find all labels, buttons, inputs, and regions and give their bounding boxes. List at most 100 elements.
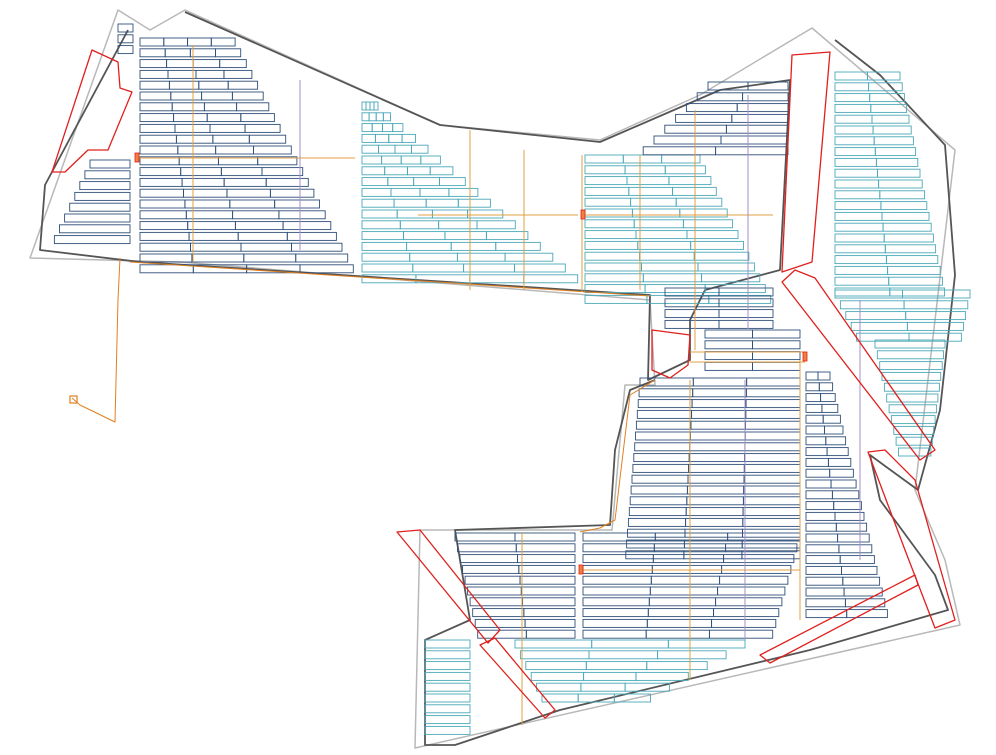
inverter-station xyxy=(580,209,586,220)
exclusion-zone xyxy=(651,329,691,379)
pv-row xyxy=(713,608,780,618)
pv-row xyxy=(688,463,745,473)
pv-row xyxy=(805,501,835,511)
pv-row xyxy=(139,102,173,112)
pv-row xyxy=(742,517,801,527)
pv-row xyxy=(74,191,131,201)
pv-row xyxy=(519,650,590,660)
pv-row xyxy=(173,113,208,123)
pv-row xyxy=(743,474,801,484)
pv-row xyxy=(187,221,236,231)
pv-row xyxy=(834,125,874,135)
pv-row xyxy=(361,209,398,219)
pv-row xyxy=(462,564,520,574)
pv-row xyxy=(524,618,576,628)
pv-row xyxy=(523,608,576,618)
pv-row xyxy=(429,166,454,176)
pv-row xyxy=(835,522,868,532)
pv-rows xyxy=(53,23,971,735)
pv-row xyxy=(588,650,659,660)
pv-row xyxy=(874,339,946,349)
pv-row xyxy=(361,177,389,187)
pv-row xyxy=(690,240,744,250)
pv-row xyxy=(895,436,933,446)
pv-row xyxy=(664,165,706,175)
pv-row xyxy=(248,134,287,144)
pv-row xyxy=(203,102,238,112)
pv-row xyxy=(718,319,774,329)
pv-row xyxy=(637,240,692,250)
pv-row xyxy=(368,112,377,122)
pv-row xyxy=(424,725,471,735)
pv-row xyxy=(908,332,962,342)
pv-row xyxy=(291,242,343,252)
pv-row xyxy=(373,101,379,111)
pv-row xyxy=(464,575,521,585)
pv-row xyxy=(691,399,747,409)
pv-row xyxy=(719,575,789,585)
pv-row xyxy=(834,222,884,232)
pv-row xyxy=(274,199,320,209)
pv-row xyxy=(834,147,876,157)
pv-row xyxy=(664,124,727,134)
pv-row xyxy=(821,403,839,413)
pv-row xyxy=(412,263,465,273)
pv-row xyxy=(369,101,375,111)
pv-row xyxy=(838,544,873,554)
pv-row xyxy=(591,639,669,649)
pv-row xyxy=(834,190,881,200)
pv-row xyxy=(686,485,745,495)
pv-row xyxy=(642,273,703,283)
pv-row xyxy=(672,186,717,196)
pv-row xyxy=(631,474,689,484)
pv-row xyxy=(220,167,263,177)
pv-row xyxy=(872,125,912,135)
pv-row xyxy=(685,507,744,517)
exclusion-zones xyxy=(51,49,956,719)
pv-row xyxy=(139,91,172,101)
pv-row xyxy=(536,682,582,692)
pv-row xyxy=(879,190,926,200)
pv-row xyxy=(871,114,910,124)
pv-row xyxy=(390,187,421,197)
pv-row xyxy=(883,233,934,243)
pv-row xyxy=(745,388,801,398)
pv-row xyxy=(183,188,228,198)
inverter-station xyxy=(578,564,584,575)
pv-row xyxy=(69,202,131,212)
pv-row xyxy=(704,351,753,361)
pv-row xyxy=(190,242,242,252)
pv-row xyxy=(613,693,651,703)
pv-row xyxy=(371,123,383,133)
pv-row xyxy=(653,135,722,145)
pv-row xyxy=(888,404,938,414)
pv-row xyxy=(711,618,777,628)
pv-row xyxy=(424,671,471,681)
pv-row xyxy=(657,650,727,660)
pv-row xyxy=(831,490,860,500)
pv-row xyxy=(805,447,828,457)
pv-row xyxy=(822,414,841,424)
pv-row xyxy=(361,123,373,133)
pv-row xyxy=(745,399,801,409)
outer-boundary xyxy=(29,9,961,749)
pv-row xyxy=(723,554,795,564)
pv-row xyxy=(139,80,170,90)
pv-row xyxy=(163,37,189,47)
pv-row xyxy=(413,177,440,187)
pv-row xyxy=(690,420,746,430)
pv-row xyxy=(692,377,748,387)
pv-row xyxy=(842,576,881,586)
pv-row xyxy=(188,231,239,241)
pv-row xyxy=(834,82,870,92)
pv-row xyxy=(584,251,641,261)
cable-route xyxy=(579,379,656,533)
pv-row xyxy=(265,177,309,187)
pv-row xyxy=(457,543,517,553)
pv-row xyxy=(198,80,229,90)
pv-row xyxy=(515,543,576,553)
pv-row xyxy=(704,329,753,339)
pv-row xyxy=(834,136,875,146)
